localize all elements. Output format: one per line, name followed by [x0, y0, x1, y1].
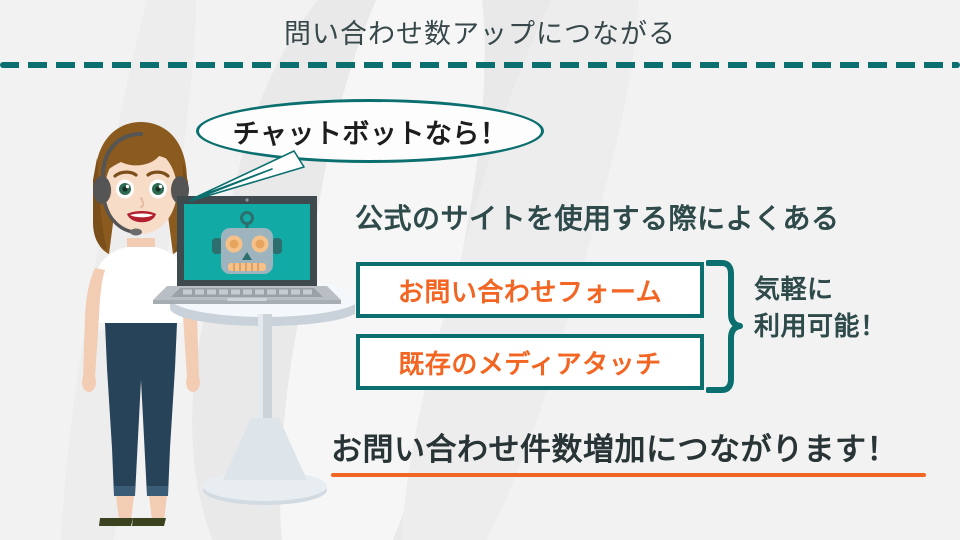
- speech-bubble-text: チャットボットなら！: [232, 118, 508, 150]
- speech-bubble: チャットボットなら！: [189, 99, 544, 202]
- robot-face-icon: [212, 211, 282, 274]
- conclusion-underline: [331, 473, 926, 477]
- option-box-media-touch: 既存のメディアタッチ: [356, 334, 704, 390]
- option-box-label: 既存のメディアタッチ: [398, 349, 662, 380]
- speech-bubble-tail: [189, 150, 305, 202]
- lead-line: 公式のサイトを使用する際によくある: [355, 202, 840, 235]
- dashed-divider: [0, 62, 960, 68]
- aside-line-1: 気軽に: [754, 275, 834, 305]
- aside-text: 気軽に 利用可能！: [754, 272, 887, 346]
- conclusion-block: お問い合わせ件数増加につながります！: [331, 424, 931, 477]
- page-title: 問い合わせ数アップにつながる: [284, 19, 676, 50]
- operator-illustration: [55, 118, 360, 528]
- option-box-contact-form: お問い合わせフォーム: [356, 262, 704, 318]
- curly-brace-icon: [706, 260, 743, 393]
- laptop-with-chatbot: [153, 196, 341, 304]
- conclusion-text: お問い合わせ件数増加につながります！: [331, 432, 898, 468]
- speech-bubble-outline: [196, 99, 544, 163]
- option-box-label: お問い合わせフォーム: [397, 277, 663, 308]
- character-figure: [82, 122, 200, 526]
- side-table: [170, 279, 360, 505]
- aside-line-2: 利用可能！: [754, 311, 887, 342]
